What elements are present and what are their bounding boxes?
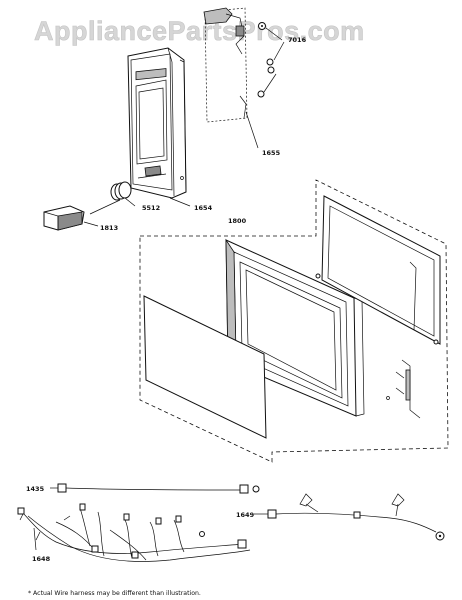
door-button-1813 (43, 205, 99, 231)
callout-1655: 1655 (262, 149, 281, 157)
callout-1654: 1654 (194, 204, 213, 212)
callout-1648: 1648 (32, 555, 51, 563)
callout-1435: 1435 (26, 485, 45, 493)
circuit-board-1655 (203, 7, 277, 149)
callout-1649: 1649 (236, 511, 255, 519)
control-panel-1654 (127, 47, 187, 199)
wire-1649 (254, 493, 445, 541)
door-rear-frame (315, 195, 441, 345)
footnote: * Actual Wire harness may be different t… (28, 590, 201, 597)
door-assembly-1800 (139, 179, 449, 463)
wire-1435 (50, 483, 260, 494)
wire-harness-1648 (17, 503, 251, 562)
callout-1813: 1813 (100, 224, 118, 232)
callout-7016: 7016 (288, 36, 307, 44)
door-glass-panel (143, 295, 267, 439)
spring-5512 (110, 181, 136, 207)
callout-5512: 5512 (142, 204, 160, 212)
door-latch (386, 359, 421, 419)
screws-7016 (258, 22, 285, 66)
watermark-logo: AppliancePartsPros.com (34, 16, 365, 46)
callout-1800: 1800 (228, 217, 247, 225)
